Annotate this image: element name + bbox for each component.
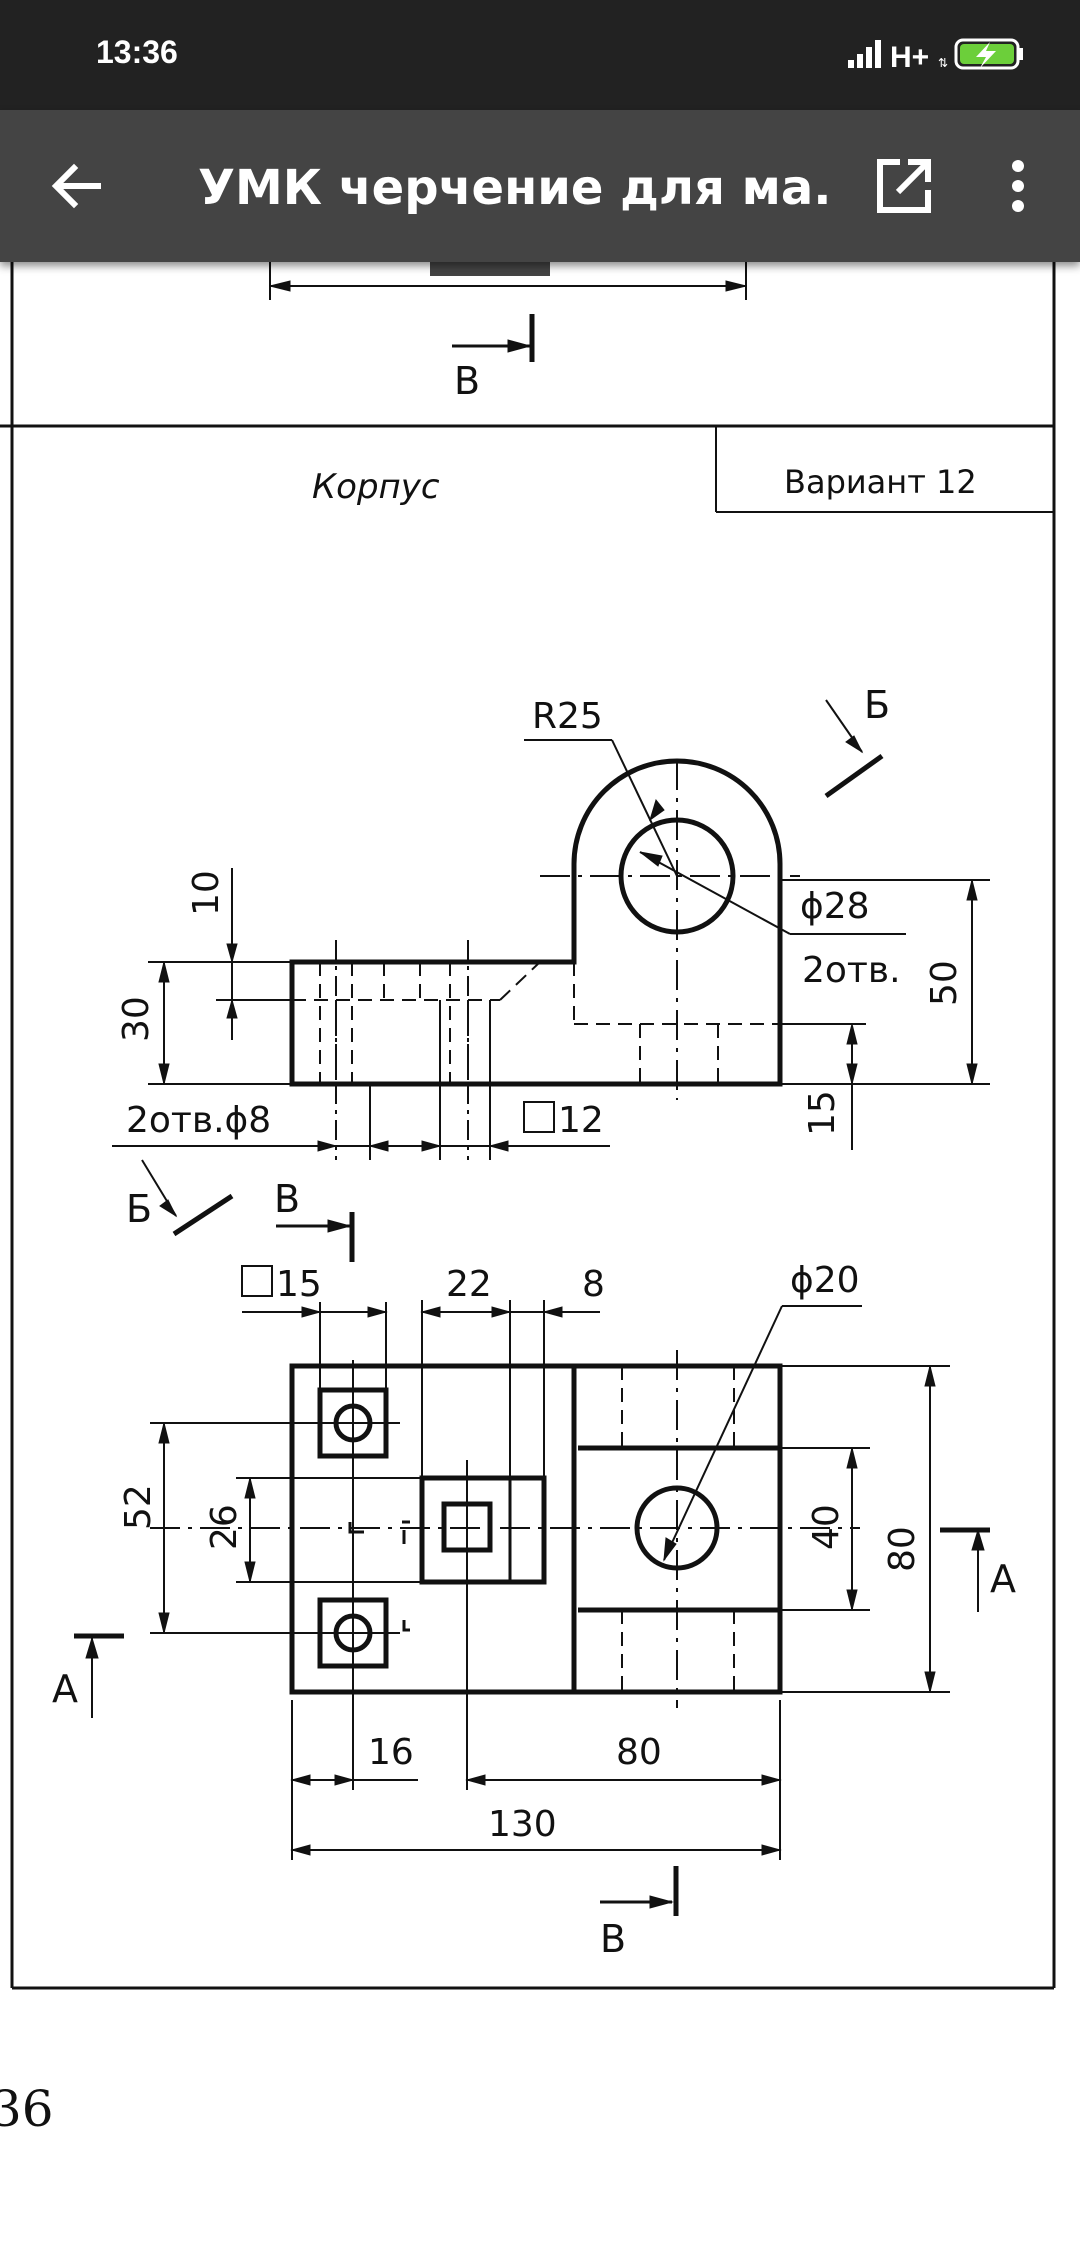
- app-bar: УМК черчение для ма...: [0, 110, 1080, 262]
- section-label-b-lower: Б: [126, 1187, 152, 1231]
- dim-50: 50: [924, 960, 965, 1006]
- dim-d20: ϕ20: [790, 1260, 860, 1301]
- signal-bars-icon: [848, 40, 881, 68]
- dim-8: 8: [582, 1264, 605, 1305]
- section-label-a-right: А: [990, 1557, 1016, 1601]
- variant-label: Вариант 12: [784, 463, 977, 501]
- section-label-v-top: В: [454, 359, 480, 403]
- dim-10: 10: [186, 870, 227, 916]
- status-time: 13:36: [96, 34, 178, 70]
- dim-26: 26: [204, 1504, 245, 1550]
- front-view: R25 ϕ28 2отв. 50 15 10: [112, 696, 990, 1160]
- open-external-button[interactable]: [856, 138, 952, 234]
- dim-holes-d8: 2отв.ϕ8: [126, 1100, 271, 1141]
- section-label-a-left: А: [52, 1667, 78, 1711]
- dim-16: 16: [368, 1732, 414, 1773]
- top-view: 15 22 8 ϕ20 52 26: [118, 1260, 950, 1860]
- status-bar: 13:36 H+ ⇅: [0, 0, 1080, 110]
- section-label-v-mid: В: [274, 1177, 300, 1221]
- back-button[interactable]: [28, 138, 124, 234]
- status-icons: H+ ⇅: [846, 30, 1046, 80]
- document-view[interactable]: 124 В Корпус Вариант 12: [0, 262, 1080, 2244]
- more-options-button[interactable]: [970, 138, 1066, 234]
- open-external-icon: [877, 159, 931, 213]
- dim-d28: ϕ28: [800, 886, 870, 927]
- page-number: 36: [0, 2080, 54, 2138]
- battery-charging-icon: [954, 38, 1023, 70]
- dim-40: 40: [806, 1504, 847, 1550]
- network-type: H+: [890, 41, 929, 74]
- technical-drawing: 124 В Корпус Вариант 12: [0, 262, 1056, 1990]
- dim-52: 52: [118, 1484, 159, 1530]
- dim-sq15: 15: [276, 1264, 322, 1305]
- dim-130: 130: [488, 1804, 557, 1845]
- section-label-b-upper: Б: [864, 683, 890, 727]
- dim-holes-2: 2отв.: [802, 950, 901, 991]
- dim-r25: R25: [532, 696, 603, 737]
- page-title: УМК черчение для ма...: [198, 160, 828, 216]
- dim-15: 15: [802, 1090, 843, 1136]
- back-arrow-icon: [51, 163, 101, 209]
- dim-22: 22: [446, 1264, 492, 1305]
- svg-text:⇅: ⇅: [938, 56, 948, 70]
- dim-80-vertical: 80: [882, 1526, 923, 1572]
- section-label-v-bottom: В: [600, 1917, 626, 1961]
- dim-80-horizontal: 80: [616, 1732, 662, 1773]
- dim-30: 30: [116, 996, 157, 1042]
- dim-sq12: 12: [558, 1100, 604, 1141]
- more-vert-icon: [1012, 160, 1024, 212]
- drawing-title: Корпус: [312, 467, 440, 507]
